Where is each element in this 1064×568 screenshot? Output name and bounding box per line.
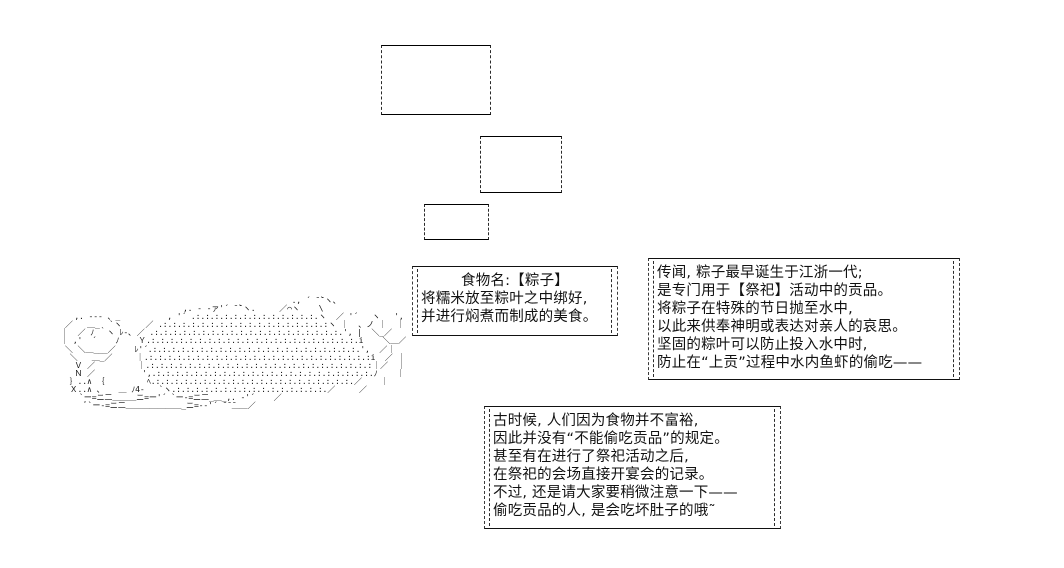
textbox-left-rail [653,261,655,377]
food-line-2: 并进行焖煮而制成的美食。 [421,309,598,325]
ascii-art-zongzi: ., ´ ̄ ̄`ヽ、 ,. - ‐ァ'´ ̄ ̄`ヽ. ／⌒ヽ \ ,. -‐… [60,296,406,411]
empty-frame-1 [381,45,491,115]
food-info-textbox: 食物名:【粽子】 将糯米放至粽叶之中绑好, 并进行焖煮而制成的美食。 [412,266,618,336]
custom-line-6: 偷吃贡品的人, 是会吃坏肚子的哦˜ [493,503,716,519]
textbox-left-rail [417,269,419,333]
custom-line-1: 古时候, 人们因为食物并不富裕, [493,413,699,429]
textbox-right-rail [774,409,776,526]
legend-line-2: 是专门用于【祭祀】活动中的贡品。 [657,283,893,299]
textbox-right-rail [611,269,613,333]
textbox-left-rail [489,409,491,526]
legend-line-3: 将粽子在特殊的节日抛至水中, [657,301,853,317]
custom-line-4: 在祭祀的会场直接开宴会的记录。 [493,467,714,483]
custom-line-5: 不过, 还是请大家要稍微注意一下—— [493,485,738,501]
legend-textbox: 传闻, 粽子最早诞生于江浙一代; 是专门用于【祭祀】活动中的贡品。 将粽子在特殊… [648,258,960,380]
legend-line-5: 坚固的粽叶可以防止投入水中时, [657,337,868,353]
legend-line-1: 传闻, 粽子最早诞生于江浙一代; [657,265,863,281]
custom-line-3: 甚至有在进行了祭祀活动之后, [493,449,689,465]
custom-line-2: 因此并没有“不能偷吃贡品”的规定。 [493,431,729,447]
legend-line-4: 以此来供奉神明或表达对亲人的哀思。 [657,319,907,335]
empty-frame-2 [480,136,562,193]
food-line-1: 将糯米放至粽叶之中绑好, [421,291,588,307]
textbox-right-rail [953,261,955,377]
legend-line-6: 防止在“上贡”过程中水内鱼虾的偷吃—— [657,355,923,371]
empty-frame-3 [424,204,489,240]
custom-textbox: 古时候, 人们因为食物并不富裕, 因此并没有“不能偷吃贡品”的规定。 甚至有在进… [484,406,781,529]
food-title-line: 食物名:【粽子】 [461,273,569,289]
